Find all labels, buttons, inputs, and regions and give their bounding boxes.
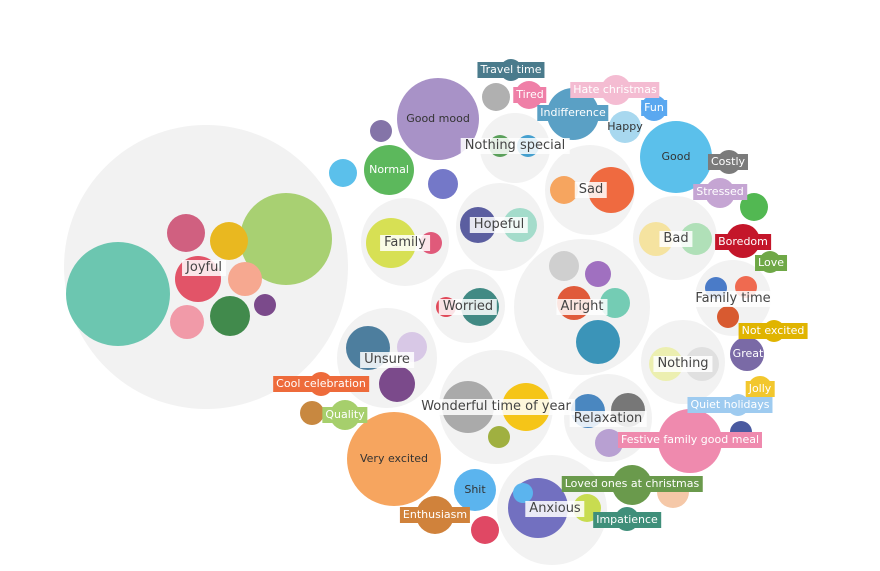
- bubble-label-impatience: Impatience: [593, 512, 661, 528]
- bubble-label-shit: Shit: [464, 483, 486, 496]
- cluster-family-time-bubble: [717, 306, 739, 328]
- unlabeled-bubble: [370, 120, 392, 142]
- bubble-label-travel-time: Travel time: [477, 62, 545, 78]
- unlabeled-bubble: [482, 83, 510, 111]
- bubble-label-normal: Normal: [369, 163, 409, 176]
- cluster-label-family: Family: [380, 235, 430, 251]
- cluster-joyful-bubble: [210, 296, 250, 336]
- bubble-good-mood[interactable]: [397, 78, 479, 160]
- bubble-great[interactable]: [730, 337, 764, 371]
- bubble-good[interactable]: [640, 121, 712, 193]
- cluster-alright-bubble: [585, 261, 611, 287]
- bubble-label-boredom: Boredom: [715, 234, 771, 250]
- bubble-label-good-mood: Good mood: [406, 112, 470, 125]
- cluster-alright-bubble: [576, 320, 620, 364]
- bubble-label-not-excited: Not excited: [738, 323, 808, 339]
- unlabeled-bubble: [471, 516, 499, 544]
- cluster-label-bad: Bad: [659, 231, 693, 247]
- unlabeled-bubble: [740, 193, 768, 221]
- cluster-label-relaxation: Relaxation: [569, 411, 647, 427]
- unlabeled-bubble: [300, 401, 324, 425]
- cluster-label-wonderful-time: Wonderful time of year: [417, 399, 575, 415]
- bubble-label-stressed: Stressed: [693, 184, 747, 200]
- bubble-label-festive-family-good-meal: Festive family good meal: [617, 432, 763, 448]
- unlabeled-bubble: [329, 159, 357, 187]
- bubble-label-jolly: Jolly: [745, 381, 775, 397]
- cluster-label-sad: Sad: [574, 182, 608, 198]
- cluster-relaxation-bubble: [595, 429, 623, 457]
- bubble-label-hate-christmas: Hate christmas: [570, 82, 660, 98]
- cluster-joyful-bubble: [167, 214, 205, 252]
- cluster-label-joyful: Joyful: [182, 260, 226, 276]
- cluster-sad-bubble: [588, 167, 634, 213]
- cluster-label-nothing: Nothing: [653, 356, 713, 372]
- bubble-label-cool-celebration: Cool celebration: [273, 376, 369, 392]
- cluster-sad-bubble: [550, 176, 578, 204]
- cluster-joyful-bubble: [170, 305, 204, 339]
- bubble-normal[interactable]: [364, 145, 414, 195]
- bubble-label-enthusiasm: Enthusiasm: [399, 507, 471, 523]
- cluster-alright-bubble: [549, 251, 579, 281]
- cluster-joyful-bubble: [254, 294, 276, 316]
- bubble-label-love: Love: [755, 255, 787, 271]
- cluster-joyful-bubble: [240, 193, 332, 285]
- bubble-label-costly: Costly: [707, 154, 749, 170]
- unlabeled-bubble: [513, 483, 533, 503]
- bubble-label-fun: Fun: [641, 100, 667, 116]
- cluster-joyful-bubble: [210, 222, 248, 260]
- cluster-label-unsure: Unsure: [360, 352, 414, 368]
- bubble-label-very-excited: Very excited: [359, 452, 429, 465]
- bubble-label-tired: Tired: [513, 87, 547, 103]
- bubble-label-quality: Quality: [322, 407, 368, 423]
- cluster-label-anxious: Anxious: [525, 501, 585, 517]
- bubble-shit[interactable]: [454, 469, 496, 511]
- bubble-label-good: Good: [661, 150, 691, 163]
- bubble-label-indifference: Indifference: [537, 105, 609, 121]
- unlabeled-bubble: [428, 169, 458, 199]
- cluster-label-nothing-special: Nothing special: [460, 138, 570, 154]
- bubble-label-happy: Happy: [607, 120, 643, 133]
- cluster-joyful-bubble: [66, 242, 170, 346]
- cluster-bad-bubble: [639, 222, 673, 256]
- cluster-label-worried: Worried: [438, 299, 498, 315]
- cluster-unsure-bubble: [379, 366, 415, 402]
- bubble-happy[interactable]: [609, 111, 641, 143]
- bubble-label-great: Great: [732, 347, 764, 360]
- bubble-label-loved-ones-at-christmas: Loved ones at christmas: [561, 476, 703, 492]
- bubble-label-quiet-holidays: Quiet holidays: [687, 397, 773, 413]
- cluster-wonderful-time-bubble: [488, 426, 510, 448]
- cluster-joyful-bubble: [228, 262, 262, 296]
- bubble-very-excited[interactable]: [347, 412, 441, 506]
- cluster-label-family-time: Family time: [691, 291, 775, 307]
- cluster-label-alright: Alright: [556, 299, 608, 315]
- cluster-label-hopeful: Hopeful: [469, 217, 529, 233]
